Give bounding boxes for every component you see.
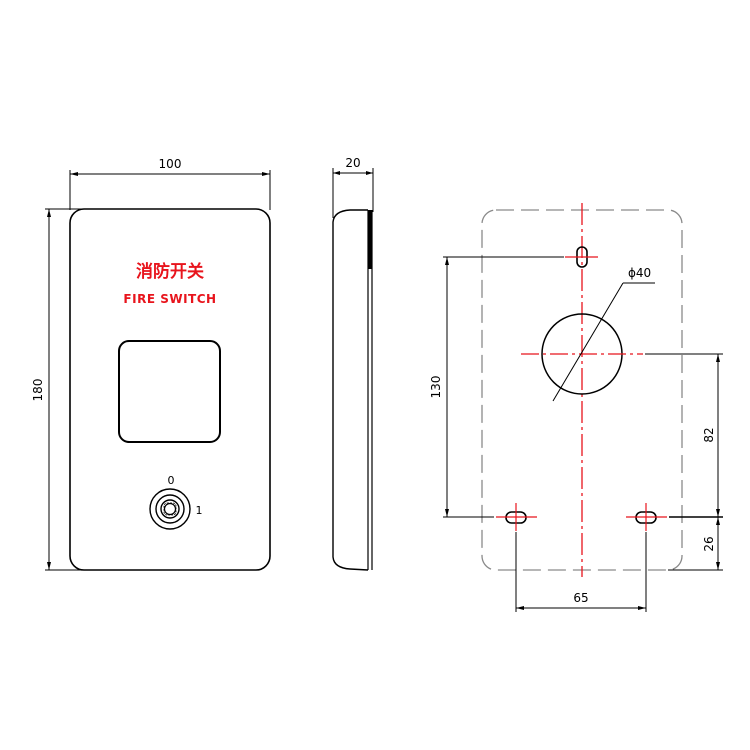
switch-on-position-label: 1: [196, 504, 203, 517]
switch-off-position-label: 0: [168, 474, 175, 487]
label-chinese: 消防开关: [136, 261, 204, 282]
width-dimension-label: 100: [159, 157, 182, 171]
dim-130-label: 130: [429, 376, 443, 399]
dim-82-label: 82: [702, 427, 716, 442]
switch-panel-outline: [69, 208, 271, 571]
height-dimension-label: 180: [31, 379, 45, 402]
dim-65-label: 65: [573, 591, 588, 605]
front-view: 100 180 消防开关 FIRE SWITCH 0 1: [31, 157, 271, 571]
label-english: FIRE SWITCH: [123, 292, 216, 306]
depth-dimension-label: 20: [345, 156, 360, 170]
side-view: 20: [332, 156, 374, 571]
indicator-window: [118, 340, 221, 443]
dim-26-label: 26: [702, 536, 716, 551]
side-profile-outline: [332, 209, 369, 571]
hole-diameter-label: ϕ40: [628, 266, 651, 280]
mounting-view: ϕ40 130 82 26 65: [429, 203, 723, 612]
key-switch-icon: [149, 488, 191, 530]
